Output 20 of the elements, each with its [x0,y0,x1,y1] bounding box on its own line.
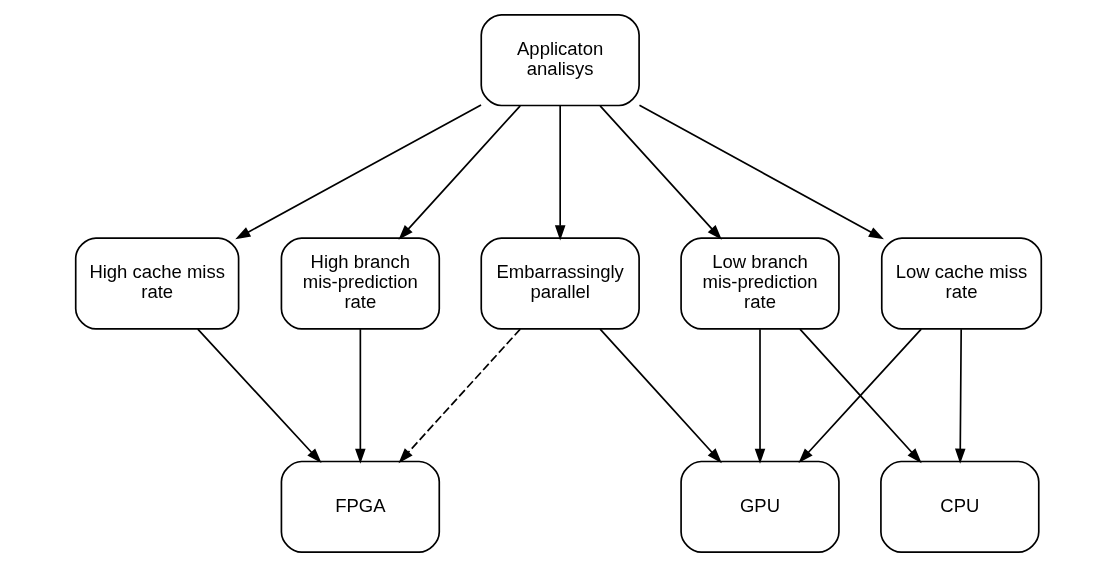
arrow [554,104,566,241]
node-box: FPGA [280,460,441,553]
arrow [235,104,482,240]
node-box: Applicaton analisys [480,14,640,107]
arrow [599,104,722,240]
arrow [355,328,366,464]
node-box: Low branch mis-prediction rate [680,237,840,330]
node-box: High cache miss rate [74,237,240,330]
node-box: GPU [680,460,840,553]
node-box: Low cache miss rate [880,237,1043,330]
arrow [954,328,966,464]
arrow [398,104,522,240]
node-box: Embarrassingly parallel [480,237,640,330]
arrow [638,104,884,240]
arrow [599,328,722,464]
node-box: High branch mis-prediction rate [280,237,441,330]
arrow [196,328,322,464]
arrow [754,328,766,464]
arrow [398,328,522,464]
node-box: CPU [880,460,1040,553]
